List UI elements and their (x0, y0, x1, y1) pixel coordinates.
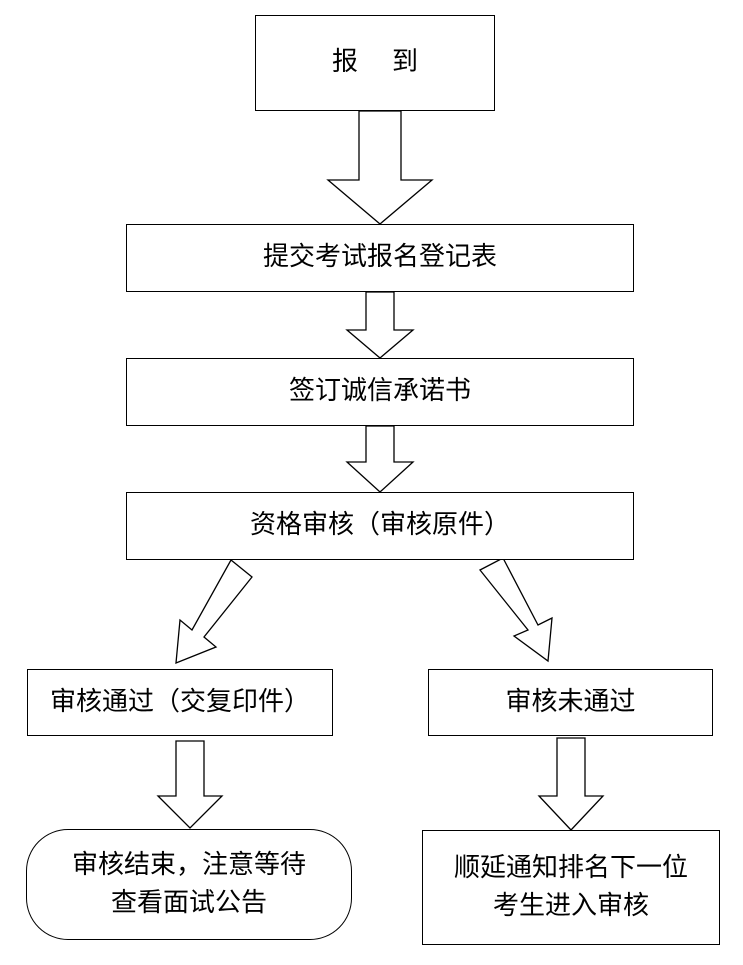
arrow-submit-to-pledge (345, 291, 415, 359)
step-notify-next-line1: 顺延通知排名下一位 (453, 852, 688, 883)
step-end-line1: 审核结束，注意等待 (71, 849, 306, 880)
step-submit-form: 提交考试报名登记表 (126, 224, 634, 292)
step-notify-next-line2: 考生进入审核 (492, 890, 649, 921)
step-end: 审核结束，注意等待 查看面试公告 (26, 829, 352, 940)
step-notify-next: 顺延通知排名下一位 考生进入审核 (422, 830, 720, 945)
step-review-passed: 审核通过（交复印件） (27, 669, 333, 736)
step-review-failed-label: 审核未通过 (505, 686, 636, 717)
step-submit-form-label: 提交考试报名登记表 (262, 242, 497, 273)
step-qualification-review-label: 资格审核（审核原件） (249, 510, 510, 541)
step-sign-pledge-label: 签订诚信承诺书 (288, 376, 471, 407)
arrow-report-to-submit (326, 110, 434, 225)
step-review-failed: 审核未通过 (428, 669, 713, 736)
arrow-pledge-to-review (345, 425, 415, 493)
step-end-line2: 查看面试公告 (110, 887, 267, 918)
step-sign-pledge: 签订诚信承诺书 (126, 358, 634, 426)
step-review-passed-label: 审核通过（交复印件） (49, 686, 310, 717)
step-report-label: 报到 (331, 47, 452, 78)
step-qualification-review: 资格审核（审核原件） (126, 492, 634, 560)
arrow-passed-to-end (156, 740, 224, 829)
arrow-review-to-failed (478, 557, 553, 663)
arrow-failed-to-next (537, 737, 605, 831)
arrow-review-to-passed (175, 559, 253, 664)
step-report: 报到 (255, 15, 495, 111)
